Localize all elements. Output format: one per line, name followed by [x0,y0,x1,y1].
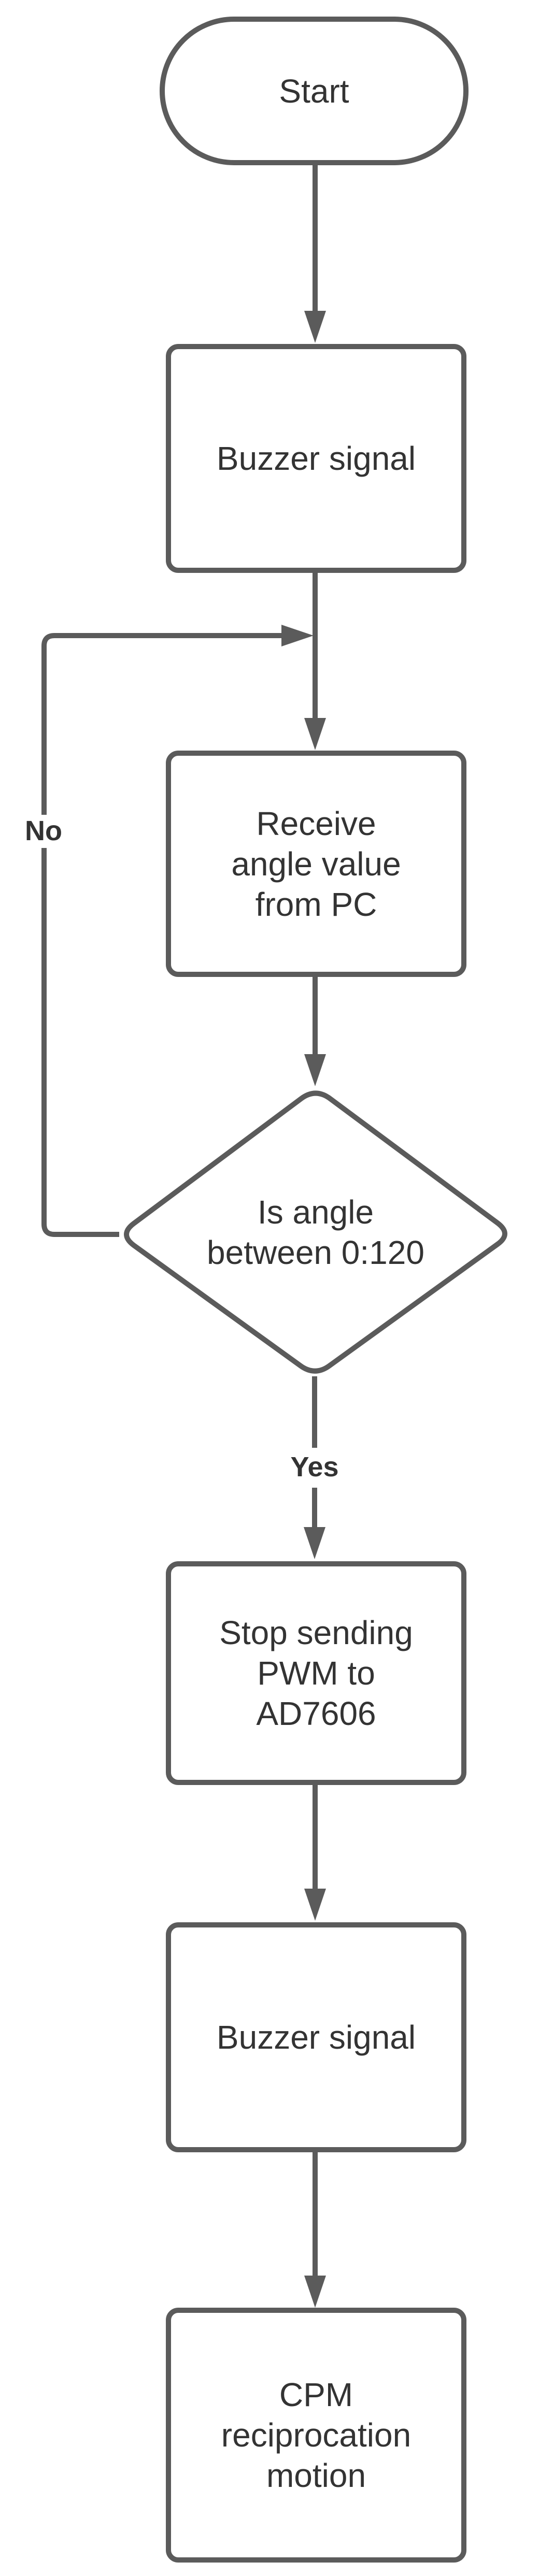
node-stop-pwm: Stop sending PWM to AD7606 [166,1561,466,1785]
node-start-label: Start [279,72,349,110]
edge-no-loop-upper [41,633,281,815]
arrowhead-into-decision [304,1054,326,1086]
node-decision-line-2: between 0:120 [207,1234,424,1271]
arrowhead-no-loop-merge [281,625,314,646]
node-receive-angle-line-2: angle value [231,845,401,883]
arrowhead-into-stop-pwm [304,1527,325,1559]
arrowhead-into-cpm [304,2276,326,2308]
node-cpm-motion: CPM reciprocation motion [166,2308,466,2563]
node-buzzer-signal-1-label: Buzzer signal [216,440,416,477]
node-stop-pwm-line-2: PWM to [257,1654,375,1692]
arrowhead-into-buzzer2 [304,1889,326,1921]
edge-label-no: No [25,815,62,846]
node-buzzer-signal-2-label: Buzzer signal [216,2019,416,2056]
node-cpm-motion-line-1: CPM [279,2376,353,2413]
node-buzzer-signal-2: Buzzer signal [166,1922,466,2152]
edge-label-yes: Yes [290,1451,339,1483]
node-decision-label: Is angle between 0:120 [160,1181,471,1284]
node-receive-angle: Receive angle value from PC [166,751,466,977]
node-start: Start [160,17,469,165]
node-stop-pwm-line-3: AD7606 [256,1695,376,1732]
arrowhead-into-receive [304,718,326,750]
node-receive-angle-line-3: from PC [255,885,377,923]
arrowhead-into-buzzer1 [304,311,326,343]
node-cpm-motion-line-2: reciprocation [221,2416,412,2454]
decision-diamond-shape [124,1090,507,1374]
node-decision-line-1: Is angle [257,1193,374,1231]
edge-no-loop-lower [41,848,119,1237]
node-receive-angle-line-1: Receive [256,804,376,842]
node-buzzer-signal-1: Buzzer signal [166,344,466,573]
node-cpm-motion-line-3: motion [266,2457,366,2494]
node-stop-pwm-line-1: Stop sending [219,1614,413,1651]
